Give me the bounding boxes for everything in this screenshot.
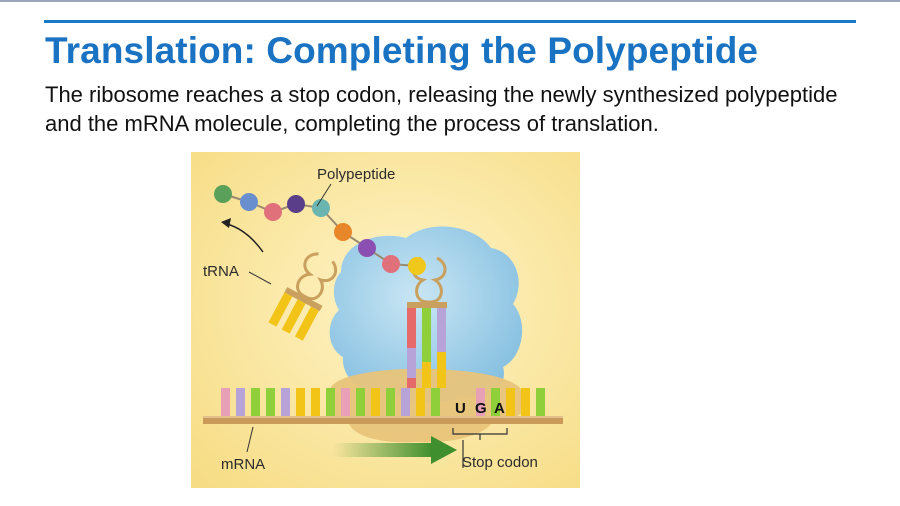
stop-codon-bracket — [452, 428, 508, 468]
trna-leader — [248, 271, 272, 285]
title-rule — [44, 20, 856, 23]
codon-letter-u: U — [455, 400, 466, 417]
codon-letter-g: G — [475, 400, 487, 417]
translation-diagram: Polypeptide tRNA mRNA Stop codon U G A — [191, 152, 580, 488]
codon-letter-a: A — [494, 400, 505, 417]
stop-codon-label: Stop codon — [462, 454, 538, 471]
diagram-svg: Polypeptide tRNA mRNA Stop codon U G A — [191, 152, 580, 488]
mrna-leader — [246, 426, 254, 453]
polypeptide-leader — [316, 183, 332, 207]
mrna-label: mRNA — [221, 456, 265, 473]
movement-arrow — [333, 436, 457, 464]
trna-departing — [268, 252, 338, 341]
slide-title: Translation: Completing the Polypeptide — [45, 30, 759, 71]
mrna-nucleotides — [221, 388, 545, 416]
top-border — [0, 0, 900, 2]
release-arrow — [226, 223, 264, 253]
polypeptide-chain — [214, 185, 426, 275]
trna-in-ribosome — [407, 256, 447, 388]
trna-label: tRNA — [203, 263, 239, 280]
mrna-strand — [203, 416, 563, 424]
slide-body-text: The ribosome reaches a stop codon, relea… — [45, 82, 838, 136]
polypeptide-label: Polypeptide — [317, 166, 395, 183]
